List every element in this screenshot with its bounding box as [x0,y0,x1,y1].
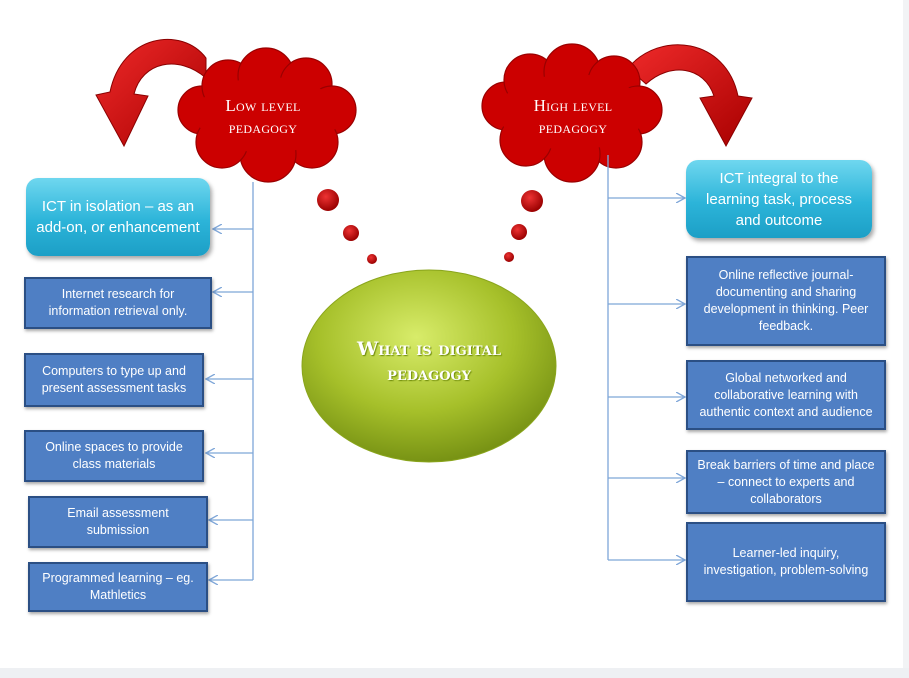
high-item-learner-led: Learner-led inquiry, investigation, prob… [686,522,886,602]
low-cloud-line-2: pedagogy [228,118,298,137]
thought-dot [521,190,543,212]
thought-dot [343,225,359,241]
high-item-global-networked: Global networked and collaborative learn… [686,360,886,430]
low-item-programmed-learning: Programmed learning – eg. Mathletics [28,562,208,612]
high-cloud-line-2: pedagogy [538,118,608,137]
thought-dot [511,224,527,240]
thought-bubble-icon [481,43,663,183]
low-item-online-spaces: Online spaces to provide class materials [24,430,204,482]
right-connectors [607,155,685,560]
center-title: What is digital pedagogy [305,337,553,387]
high-item-reflective-journal: Online reflective journal- documenting a… [686,256,886,346]
curved-arrow-icon [95,38,207,148]
thought-dot [367,254,377,264]
high-level-heading-box: ICT integral to the learning task, proce… [686,160,872,238]
center-ellipse [301,269,557,463]
low-item-internet-research: Internet research for information retrie… [24,277,212,329]
high-item-break-barriers: Break barriers of time and place – conne… [686,450,886,514]
high-level-cloud-label: High level pedagogy [494,95,652,139]
page-edge-bottom [0,668,909,678]
page-edge-right [903,0,909,678]
curved-arrow-icon [627,44,753,148]
thought-bubble-icon [177,47,357,183]
left-connectors [206,182,254,580]
low-item-email-submission: Email assessment submission [28,496,208,548]
low-level-heading-box: ICT in isolation – as an add-on, or enha… [26,178,210,256]
center-title-line-1: What is digital [356,338,502,360]
low-item-computers-type-up: Computers to type up and present assessm… [24,353,204,407]
low-level-cloud-label: Low level pedagogy [188,95,338,139]
center-title-line-2: pedagogy [387,363,471,385]
thought-dot [317,189,339,211]
low-cloud-line-1: Low level [225,96,301,115]
high-cloud-line-1: High level [533,96,613,115]
thought-dot [504,252,514,262]
